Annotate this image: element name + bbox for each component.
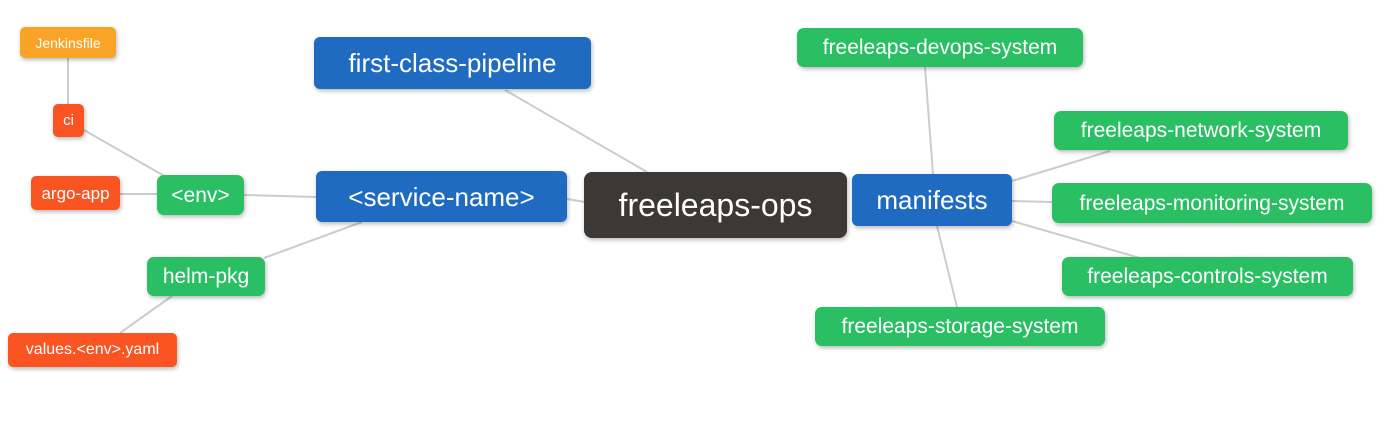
node-freeleaps-devops-system[interactable]: freeleaps-devops-system: [797, 28, 1083, 67]
edge-service-name-root: [566, 198, 586, 203]
node-manifests[interactable]: manifests: [852, 174, 1012, 226]
node-service-name[interactable]: <service-name>: [316, 171, 567, 222]
node-jenkinsfile[interactable]: Jenkinsfile: [20, 27, 116, 58]
edge-env-service-name: [243, 194, 317, 198]
edge-manifests-monitoring: [1011, 200, 1053, 203]
node-freeleaps-storage-system[interactable]: freeleaps-storage-system: [815, 307, 1105, 346]
edge-manifests-controls: [1011, 220, 1141, 259]
node-env[interactable]: <env>: [157, 175, 244, 215]
edge-helm-pkg-service-name: [263, 221, 363, 259]
edge-ci-env: [83, 129, 167, 178]
edge-manifests-storage: [936, 225, 958, 308]
node-first-class-pipeline[interactable]: first-class-pipeline: [314, 37, 591, 89]
edge-pipeline-root: [504, 89, 648, 173]
node-freeleaps-monitoring-system[interactable]: freeleaps-monitoring-system: [1052, 183, 1372, 223]
node-freeleaps-controls-system[interactable]: freeleaps-controls-system: [1062, 257, 1353, 296]
node-helm-pkg[interactable]: helm-pkg: [147, 257, 265, 296]
edge-manifests-network: [1011, 150, 1111, 182]
edge-manifests-devops: [924, 66, 934, 175]
node-freeleaps-network-system[interactable]: freeleaps-network-system: [1054, 111, 1348, 150]
node-ci[interactable]: ci: [53, 104, 84, 137]
node-freeleaps-ops-root[interactable]: freeleaps-ops: [584, 172, 847, 238]
node-values-env-yaml[interactable]: values.<env>.yaml: [8, 333, 177, 367]
edge-values-helm-pkg: [119, 295, 173, 334]
node-argo-app[interactable]: argo-app: [31, 176, 120, 210]
